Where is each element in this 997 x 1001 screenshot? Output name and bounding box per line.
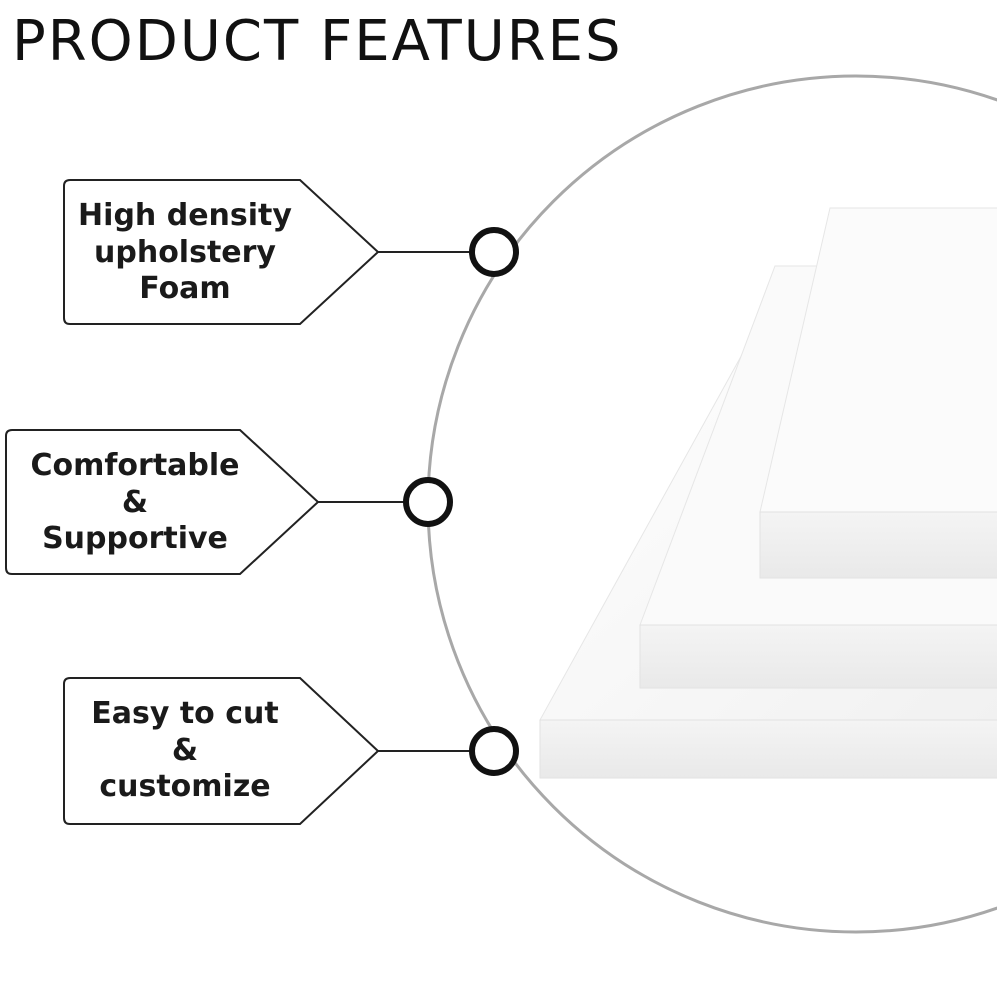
ring-marker-icon bbox=[403, 477, 453, 527]
foam-sheet-medium-edge bbox=[639, 624, 997, 689]
feature-tag-3 bbox=[63, 677, 380, 825]
feature-label-2: Comfortable & Supportive bbox=[8, 434, 262, 572]
feature-2-line-1: Comfortable bbox=[30, 448, 240, 484]
foam-sheet-large-edge bbox=[539, 719, 997, 779]
feature-callout-3 bbox=[63, 677, 519, 825]
feature-callout-1 bbox=[63, 179, 519, 325]
feature-1-line-1: High density bbox=[78, 198, 292, 234]
feature-tag-1 bbox=[63, 179, 380, 325]
feature-2-line-2: & bbox=[121, 484, 149, 520]
page-title: PRODUCT FEATURES bbox=[12, 9, 623, 74]
feature-tag-2 bbox=[5, 429, 320, 575]
feature-3-line-2: & bbox=[171, 732, 199, 768]
feature-2-line-3: Supportive bbox=[42, 521, 228, 557]
ring-marker-icon bbox=[469, 726, 519, 776]
feature-1-line-3: Foam bbox=[139, 271, 231, 307]
feature-3-line-3: customize bbox=[99, 769, 271, 805]
foam-sheet-small-edge bbox=[759, 511, 997, 579]
feature-callout-2 bbox=[5, 429, 453, 575]
feature-1-line-2: upholstery bbox=[94, 234, 276, 270]
feature-3-line-1: Easy to cut bbox=[91, 696, 279, 732]
feature-label-1: High density upholstery Foam bbox=[66, 184, 304, 322]
foam-sheets-image bbox=[428, 76, 997, 932]
ring-marker-icon bbox=[469, 227, 519, 277]
feature-label-3: Easy to cut & customize bbox=[66, 682, 304, 820]
